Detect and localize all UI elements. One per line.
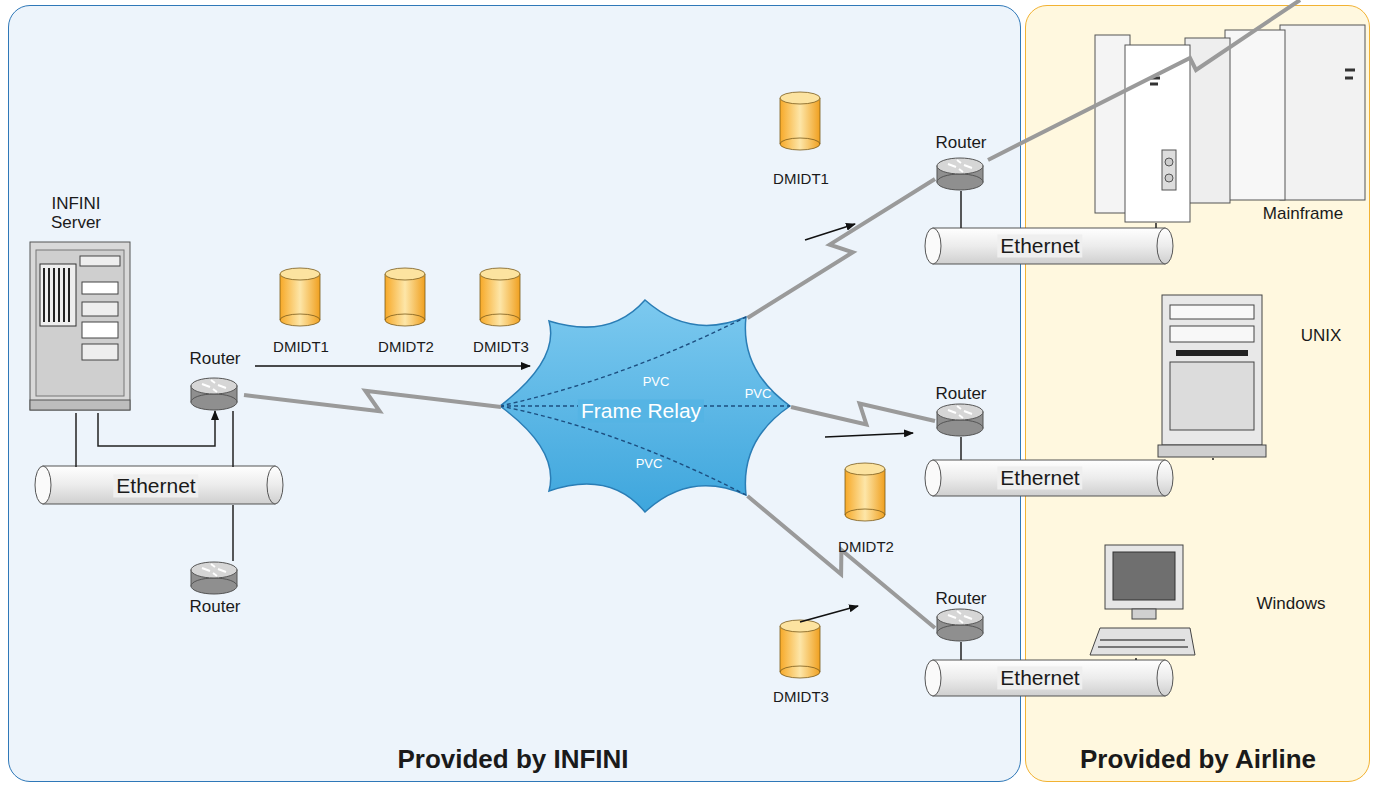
node-label: DMIDT3: [473, 339, 529, 356]
network-line: [232, 505, 234, 561]
region-title: Provided by INFINI: [397, 745, 628, 774]
network-line: [1212, 458, 1214, 460]
network-line: [960, 437, 962, 460]
node-label: Router: [935, 134, 986, 153]
node-label: Router: [935, 590, 986, 609]
network-line: [960, 642, 962, 660]
ethernet-pipe: [35, 228, 1173, 696]
flow-arrow: [255, 224, 913, 622]
node-label: Router: [189, 350, 240, 369]
node-label: Router: [189, 598, 240, 617]
network-line: [1155, 223, 1157, 228]
region-title: Provided by Airline: [1080, 745, 1316, 774]
wan-link: [244, 391, 501, 412]
node-label: UNIX: [1301, 327, 1342, 346]
node-label: Ethernet: [997, 234, 1082, 257]
node-label: Ethernet: [997, 466, 1082, 489]
data-cylinder: [280, 92, 885, 678]
windows-pc: [1090, 545, 1195, 655]
network-line: [960, 191, 962, 228]
node-label: PVC: [636, 457, 663, 471]
wan-link: [791, 404, 935, 425]
mainframe-icon: [1095, 25, 1365, 222]
unix-workstation: [1158, 295, 1266, 457]
network-line: [75, 413, 77, 467]
node-label: DMIDT2: [378, 339, 434, 356]
node-label: Ethernet: [113, 474, 198, 497]
node-label: PVC: [745, 387, 772, 401]
node-label: Mainframe: [1263, 205, 1343, 224]
node-label: PVC: [643, 375, 670, 389]
network-line: [232, 411, 234, 467]
node-label: DMIDT1: [273, 339, 329, 356]
node-label: INFINI Server: [41, 195, 111, 232]
node-label: Router: [935, 385, 986, 404]
leased-line: [988, 0, 1300, 160]
network-line: [1135, 658, 1137, 660]
node-label: DMIDT2: [838, 539, 894, 556]
node-label: Frame Relay: [578, 399, 704, 422]
node-label: Windows: [1257, 595, 1326, 614]
network-line: [98, 411, 215, 446]
node-label: DMIDT1: [773, 171, 829, 188]
node-label: DMIDT3: [773, 689, 829, 706]
server-icon: [30, 242, 130, 410]
frame-relay-cloud: [500, 300, 790, 512]
wan-link: [748, 179, 936, 318]
router-icon: [191, 158, 983, 641]
wan-link: [748, 496, 936, 628]
node-label: Ethernet: [997, 666, 1082, 689]
